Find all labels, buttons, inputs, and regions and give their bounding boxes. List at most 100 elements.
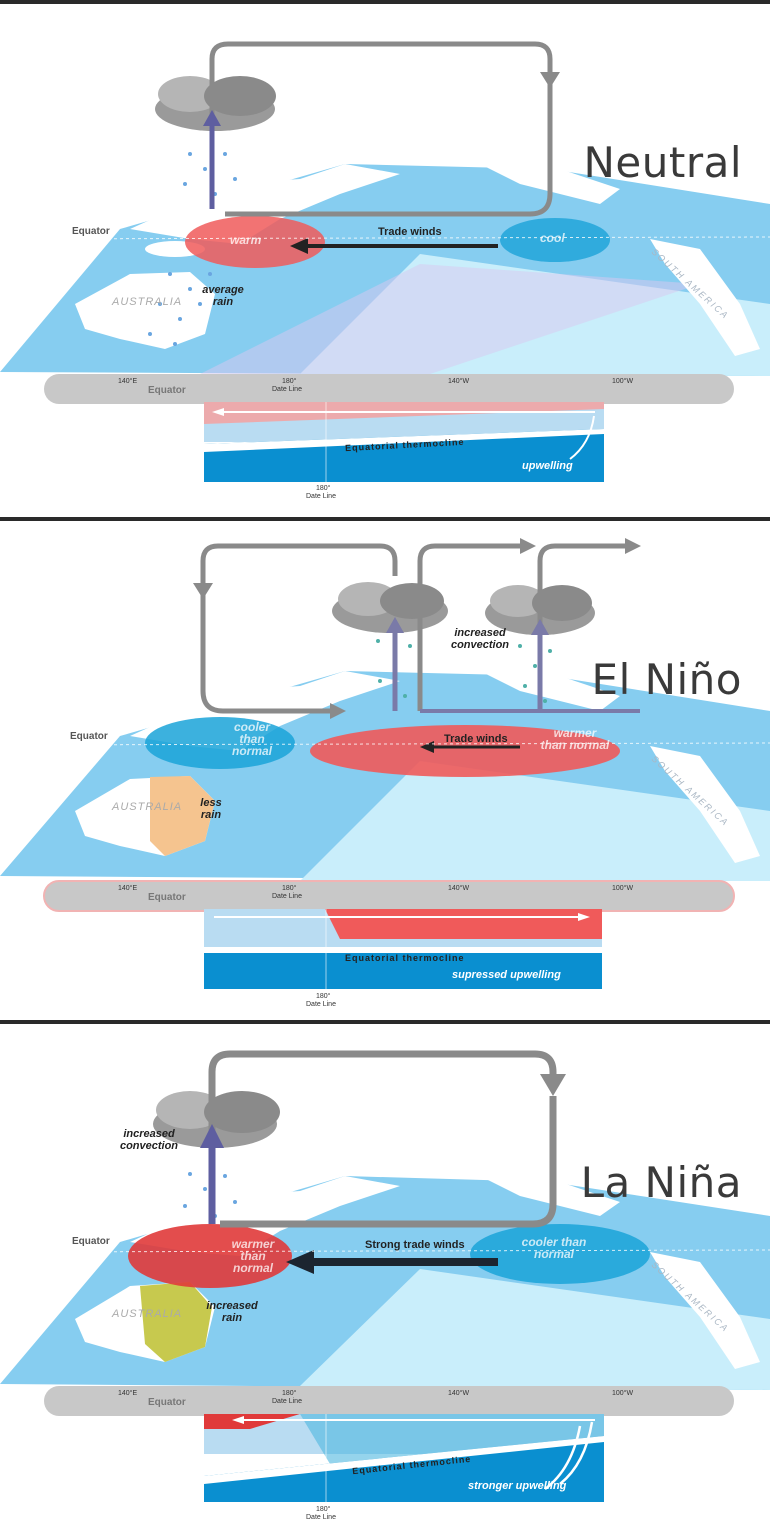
walker-loop-east-1 <box>417 543 520 711</box>
lon-140w: 140°W <box>448 378 470 385</box>
west-anomaly-label: cooler than normal <box>231 720 272 758</box>
west-anomaly-label: warmer than normal <box>231 1237 275 1275</box>
convection-label: increased convection <box>119 1128 179 1152</box>
descending-arrowhead <box>540 1074 566 1096</box>
lon-100w: 100°W <box>612 378 634 385</box>
top-border <box>0 0 770 4</box>
lon-180: 180° <box>282 378 297 385</box>
equator-band-label: Equator <box>148 385 186 396</box>
warm-layer <box>204 1414 300 1429</box>
thermocline-band <box>204 429 604 452</box>
trade-wind-arrowhead <box>420 741 434 753</box>
south-america-land <box>650 1252 760 1369</box>
date-line: Date Line <box>272 893 302 900</box>
lon-180-bottom: 180° <box>316 993 331 1000</box>
walker-circulation <box>208 1050 557 1224</box>
thermocline-band <box>204 947 602 953</box>
warm-layer <box>325 909 602 939</box>
descending-arrowhead <box>540 72 560 88</box>
rising-arrowhead <box>203 110 221 126</box>
warm-pool <box>310 725 620 777</box>
neutral-diagram <box>0 41 770 482</box>
lon-140w: 140°W <box>448 885 470 892</box>
wind-label: Trade winds <box>378 226 442 238</box>
mid-water <box>300 1414 604 1464</box>
descending-branch <box>225 94 553 217</box>
date-line: Date Line <box>272 1398 302 1405</box>
east-anomaly-label: cool <box>540 231 565 245</box>
lon-180: 180° <box>282 1390 297 1397</box>
state-title: La Niña <box>580 1158 742 1207</box>
state-title: Neutral <box>583 138 742 187</box>
walker-circulation <box>209 41 553 209</box>
pink-tongue <box>200 264 700 374</box>
east-anomaly-label: warmer than normal <box>540 726 610 752</box>
date-line-bottom: Date Line <box>306 1001 336 1008</box>
cloud <box>155 76 276 131</box>
date-line-bottom: Date Line <box>306 493 336 500</box>
la-nina-diagram <box>0 1050 770 1502</box>
state-title: El Niño <box>591 655 742 704</box>
west-anomaly-label: warm <box>230 233 262 247</box>
date-line-bottom: Date Line <box>306 1514 336 1521</box>
australia-dry-region <box>150 776 215 856</box>
thermocline-label: Equatorial thermocline <box>345 953 465 963</box>
cool-pool <box>500 218 610 262</box>
lon-140e: 140°E <box>118 1390 138 1397</box>
panel-neutral: Neutral Equator Trade winds warm cool av… <box>0 4 770 517</box>
upwelling-arrow-1 <box>559 1421 594 1485</box>
rain-label: increased rain <box>206 1300 258 1324</box>
upwelling-label: supressed upwelling <box>452 969 561 981</box>
wind-label: Trade winds <box>444 733 508 745</box>
warm-pool <box>185 216 325 268</box>
rising-arrowhead <box>200 1124 224 1148</box>
australia-wet-region <box>140 1282 212 1362</box>
cool-pool <box>470 1224 650 1284</box>
separator-1 <box>0 517 770 521</box>
equator-label: Equator <box>72 1236 110 1247</box>
descending-branch <box>220 1096 557 1228</box>
upwelling-label: upwelling <box>522 460 573 472</box>
australia-label: AUSTRALIA <box>112 1308 183 1320</box>
convection-label: increased convection <box>450 627 510 651</box>
el-nino-diagram <box>0 538 770 989</box>
lon-180-bottom: 180° <box>316 1506 331 1513</box>
australia-label: AUSTRALIA <box>112 801 183 813</box>
eastern-light-water <box>300 1269 770 1390</box>
equator-band <box>44 881 734 911</box>
australia-land <box>75 272 215 349</box>
walker-loop-west <box>200 543 398 714</box>
lon-100w: 100°W <box>612 885 634 892</box>
separator-2 <box>0 1020 770 1024</box>
trade-wind-arrowhead <box>286 1250 314 1274</box>
south-america-land <box>650 746 760 863</box>
thermocline-band <box>204 1436 604 1484</box>
asia-land <box>130 164 400 244</box>
wind-label: Strong trade winds <box>365 1239 465 1251</box>
lon-140e: 140°E <box>118 885 138 892</box>
lon-140e: 140°E <box>118 378 138 385</box>
cloud-1 <box>332 582 448 633</box>
rain-label: less rain <box>200 797 222 821</box>
warm-pool <box>128 1224 292 1288</box>
east-anomaly-label: cooler than normal <box>521 1235 587 1261</box>
lon-180-bottom: 180° <box>316 485 331 492</box>
lon-100w: 100°W <box>612 1390 634 1397</box>
date-line: Date Line <box>272 386 302 393</box>
deep-blue <box>204 953 602 989</box>
trade-wind-arrowhead <box>290 238 308 254</box>
lon-140w: 140°W <box>448 1390 470 1397</box>
upwelling-arrow-2 <box>544 1425 582 1491</box>
equator-band-label: Equator <box>148 892 186 903</box>
equator-label: Equator <box>72 226 110 237</box>
lon-180: 180° <box>282 885 297 892</box>
eastern-light-water <box>300 761 770 881</box>
equator-band <box>44 1386 734 1416</box>
rain-label: average rain <box>202 284 244 308</box>
panel-la-nina: La Niña Equator Strong trade winds warme… <box>0 1024 770 1537</box>
cool-pool <box>145 717 295 769</box>
equator-label: Equator <box>70 731 108 742</box>
upwelling-arrow <box>569 415 595 460</box>
panel-el-nino: El Niño Equator Trade winds cooler than … <box>0 521 770 1034</box>
upwelling-label: stronger upwelling <box>468 1480 567 1492</box>
